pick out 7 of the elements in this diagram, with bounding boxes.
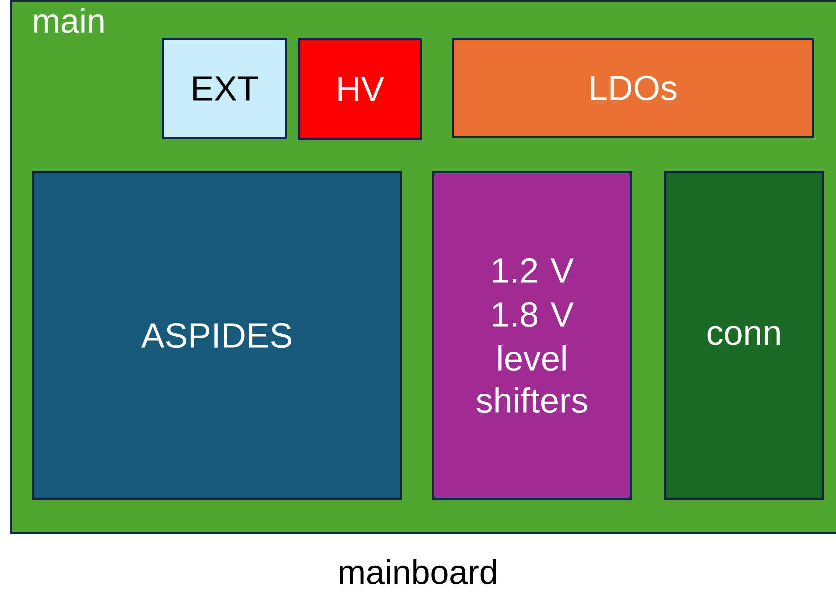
module-box: conn [664, 171, 824, 500]
module-box: ASPIDES [32, 171, 402, 500]
module-box: HV [298, 38, 422, 140]
module-box: EXT [162, 38, 288, 140]
caption: mainboard [340, 560, 496, 584]
module-box: LDOs [452, 38, 814, 138]
module-box: 1.2 V 1.8 V level shifters [432, 171, 632, 500]
